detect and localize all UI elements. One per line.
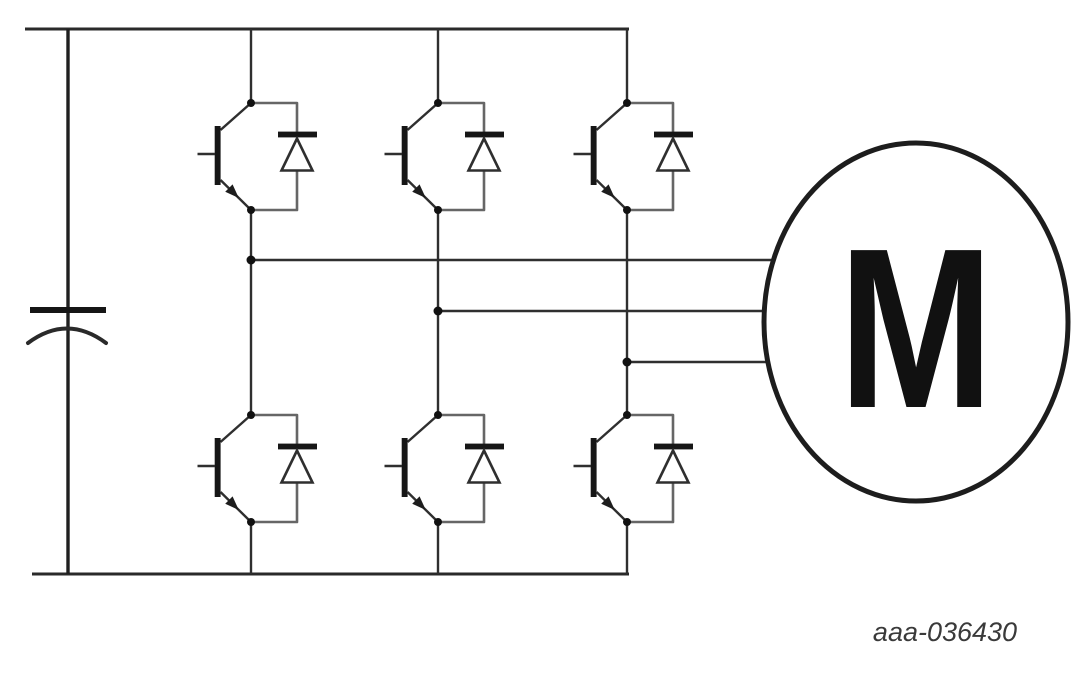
dc-link-capacitor (26, 29, 108, 574)
figure-label: aaa-036430 (873, 617, 1017, 647)
motor-label: M (839, 202, 994, 456)
inverter-leg-2 (383, 29, 506, 574)
inverter-leg-1 (196, 29, 319, 574)
inverter-leg-3 (572, 29, 695, 574)
phase2-output-node-dot (433, 306, 443, 316)
igbt-low-side-phase2 (383, 409, 506, 528)
igbt-high-side-phase3 (572, 97, 695, 216)
igbt-low-side-phase3 (572, 409, 695, 528)
igbt-low-side-phase1 (196, 409, 319, 528)
igbt-high-side-phase1 (196, 97, 319, 216)
motor-circle (761, 140, 1071, 504)
capacitor-plate-curved (26, 326, 108, 345)
igbt-high-side-phase2 (383, 97, 506, 216)
motor-symbol: M (761, 140, 1071, 504)
phase1-output-node-dot (246, 255, 256, 265)
phase3-output-node-dot (622, 357, 632, 367)
